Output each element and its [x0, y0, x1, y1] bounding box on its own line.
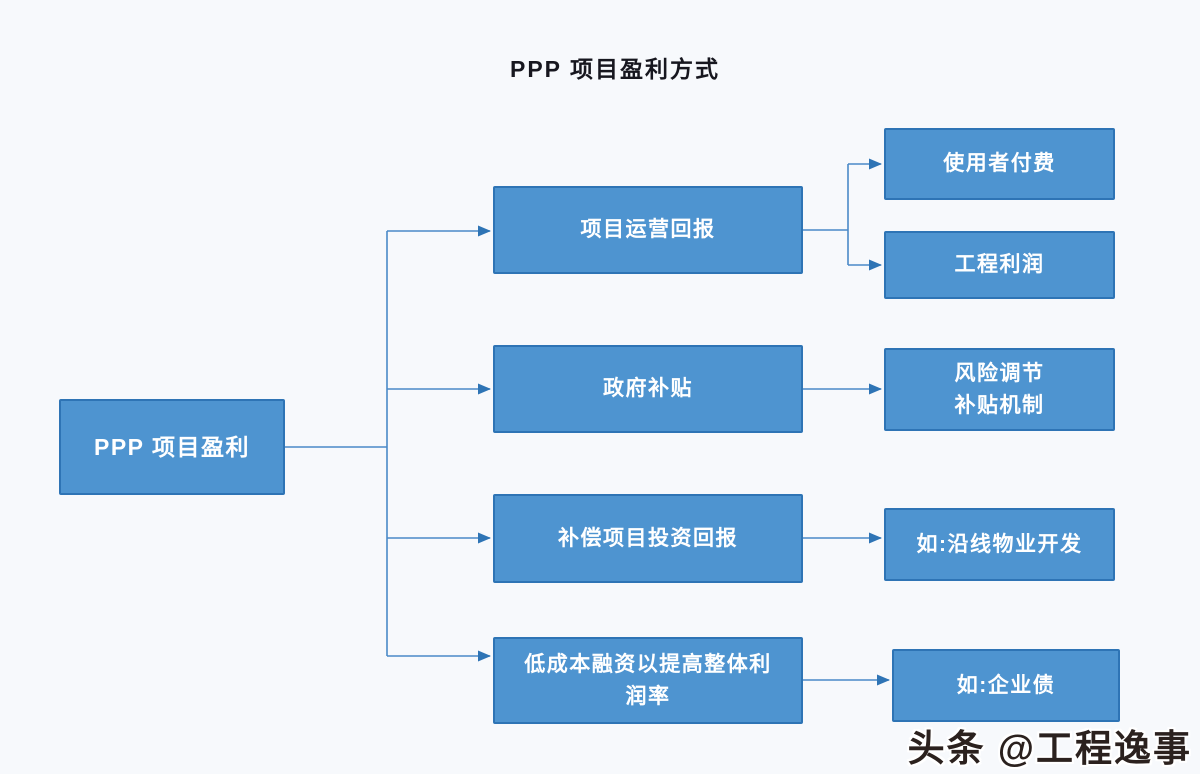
node-government-subsidy: 政府补贴 [493, 345, 803, 433]
node-engineering-profit: 工程利润 [884, 231, 1115, 299]
diagram-title: PPP 项目盈利方式 [510, 56, 720, 82]
node-low-cost-financing: 低成本融资以提高整体利 润率 [493, 637, 803, 724]
watermark: 头条 @工程逸事 [907, 728, 1192, 769]
node-user-fee: 使用者付费 [884, 128, 1115, 200]
node-ppp-project-profit: PPP 项目盈利 [59, 399, 285, 495]
node-compensated-investment-return: 补偿项目投资回报 [493, 494, 803, 583]
node-corporate-bond-example: 如:企业债 [892, 649, 1120, 722]
node-project-operation-return: 项目运营回报 [493, 186, 803, 274]
node-property-development-example: 如:沿线物业开发 [884, 508, 1115, 581]
node-risk-adjusted-subsidy-mechanism: 风险调节 补贴机制 [884, 348, 1115, 431]
